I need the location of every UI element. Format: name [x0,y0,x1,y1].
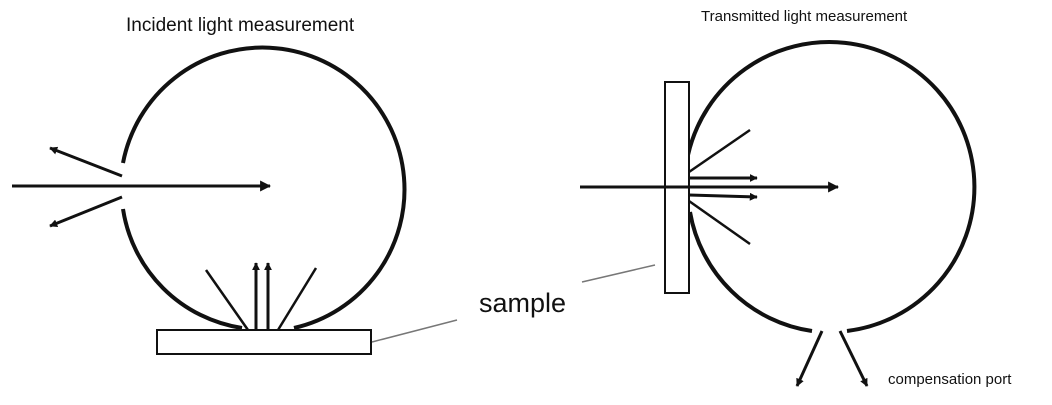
left-title: Incident light measurement [126,15,355,36]
left-reflected-ray-up [49,146,123,178]
left-sphere-group [12,45,407,355]
right-title: Transmitted light measurement [701,8,908,25]
compensation-port-label: compensation port [888,371,1012,388]
left-reflected-ray-down [49,195,123,228]
right-sphere-outline-lower [688,211,813,333]
right-scatter-ray-up [688,128,751,174]
right-scatter-ray-down [688,199,751,246]
left-diffuse-ray-left [204,269,250,331]
sample-leader-right [581,264,656,283]
comp-port-ray-left [795,330,824,387]
left-sphere-outline-lower [121,208,243,330]
left-diffuse-ray-right [276,267,318,331]
comp-port-ray-right [838,330,869,387]
left-sample-plate [156,329,372,355]
right-sphere-outline [686,40,977,333]
right-sphere-group [580,40,977,387]
left-sphere-outline [121,45,407,330]
right-transmit-ray-2 [688,192,758,201]
sample-leader-left [371,319,458,343]
sample-label: sample [479,288,567,318]
